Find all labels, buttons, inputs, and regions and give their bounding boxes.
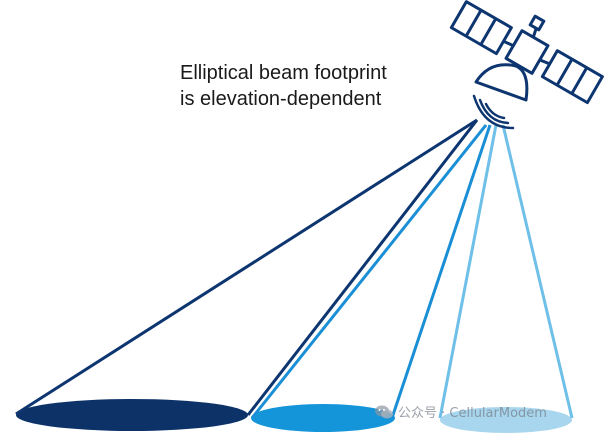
watermark: 公众号 · CellularModem xyxy=(374,402,547,421)
watermark-text: 公众号 · CellularModem xyxy=(398,406,547,421)
wechat-icon xyxy=(375,405,393,418)
beam-mid-elevation xyxy=(250,124,492,419)
satellite-icon xyxy=(449,0,604,105)
caption: Elliptical beam footprint is elevation-d… xyxy=(180,60,387,112)
beam-low-elevation xyxy=(15,118,479,416)
beam-high-elevation xyxy=(438,124,574,419)
caption-line-2: is elevation-dependent xyxy=(180,88,382,110)
signal-arcs-icon xyxy=(472,94,515,130)
footprint-mid-elevation xyxy=(251,404,395,432)
caption-line-1: Elliptical beam footprint xyxy=(180,62,387,84)
footprint-high-elevation xyxy=(440,407,572,433)
footprint-low-elevation xyxy=(16,399,248,431)
